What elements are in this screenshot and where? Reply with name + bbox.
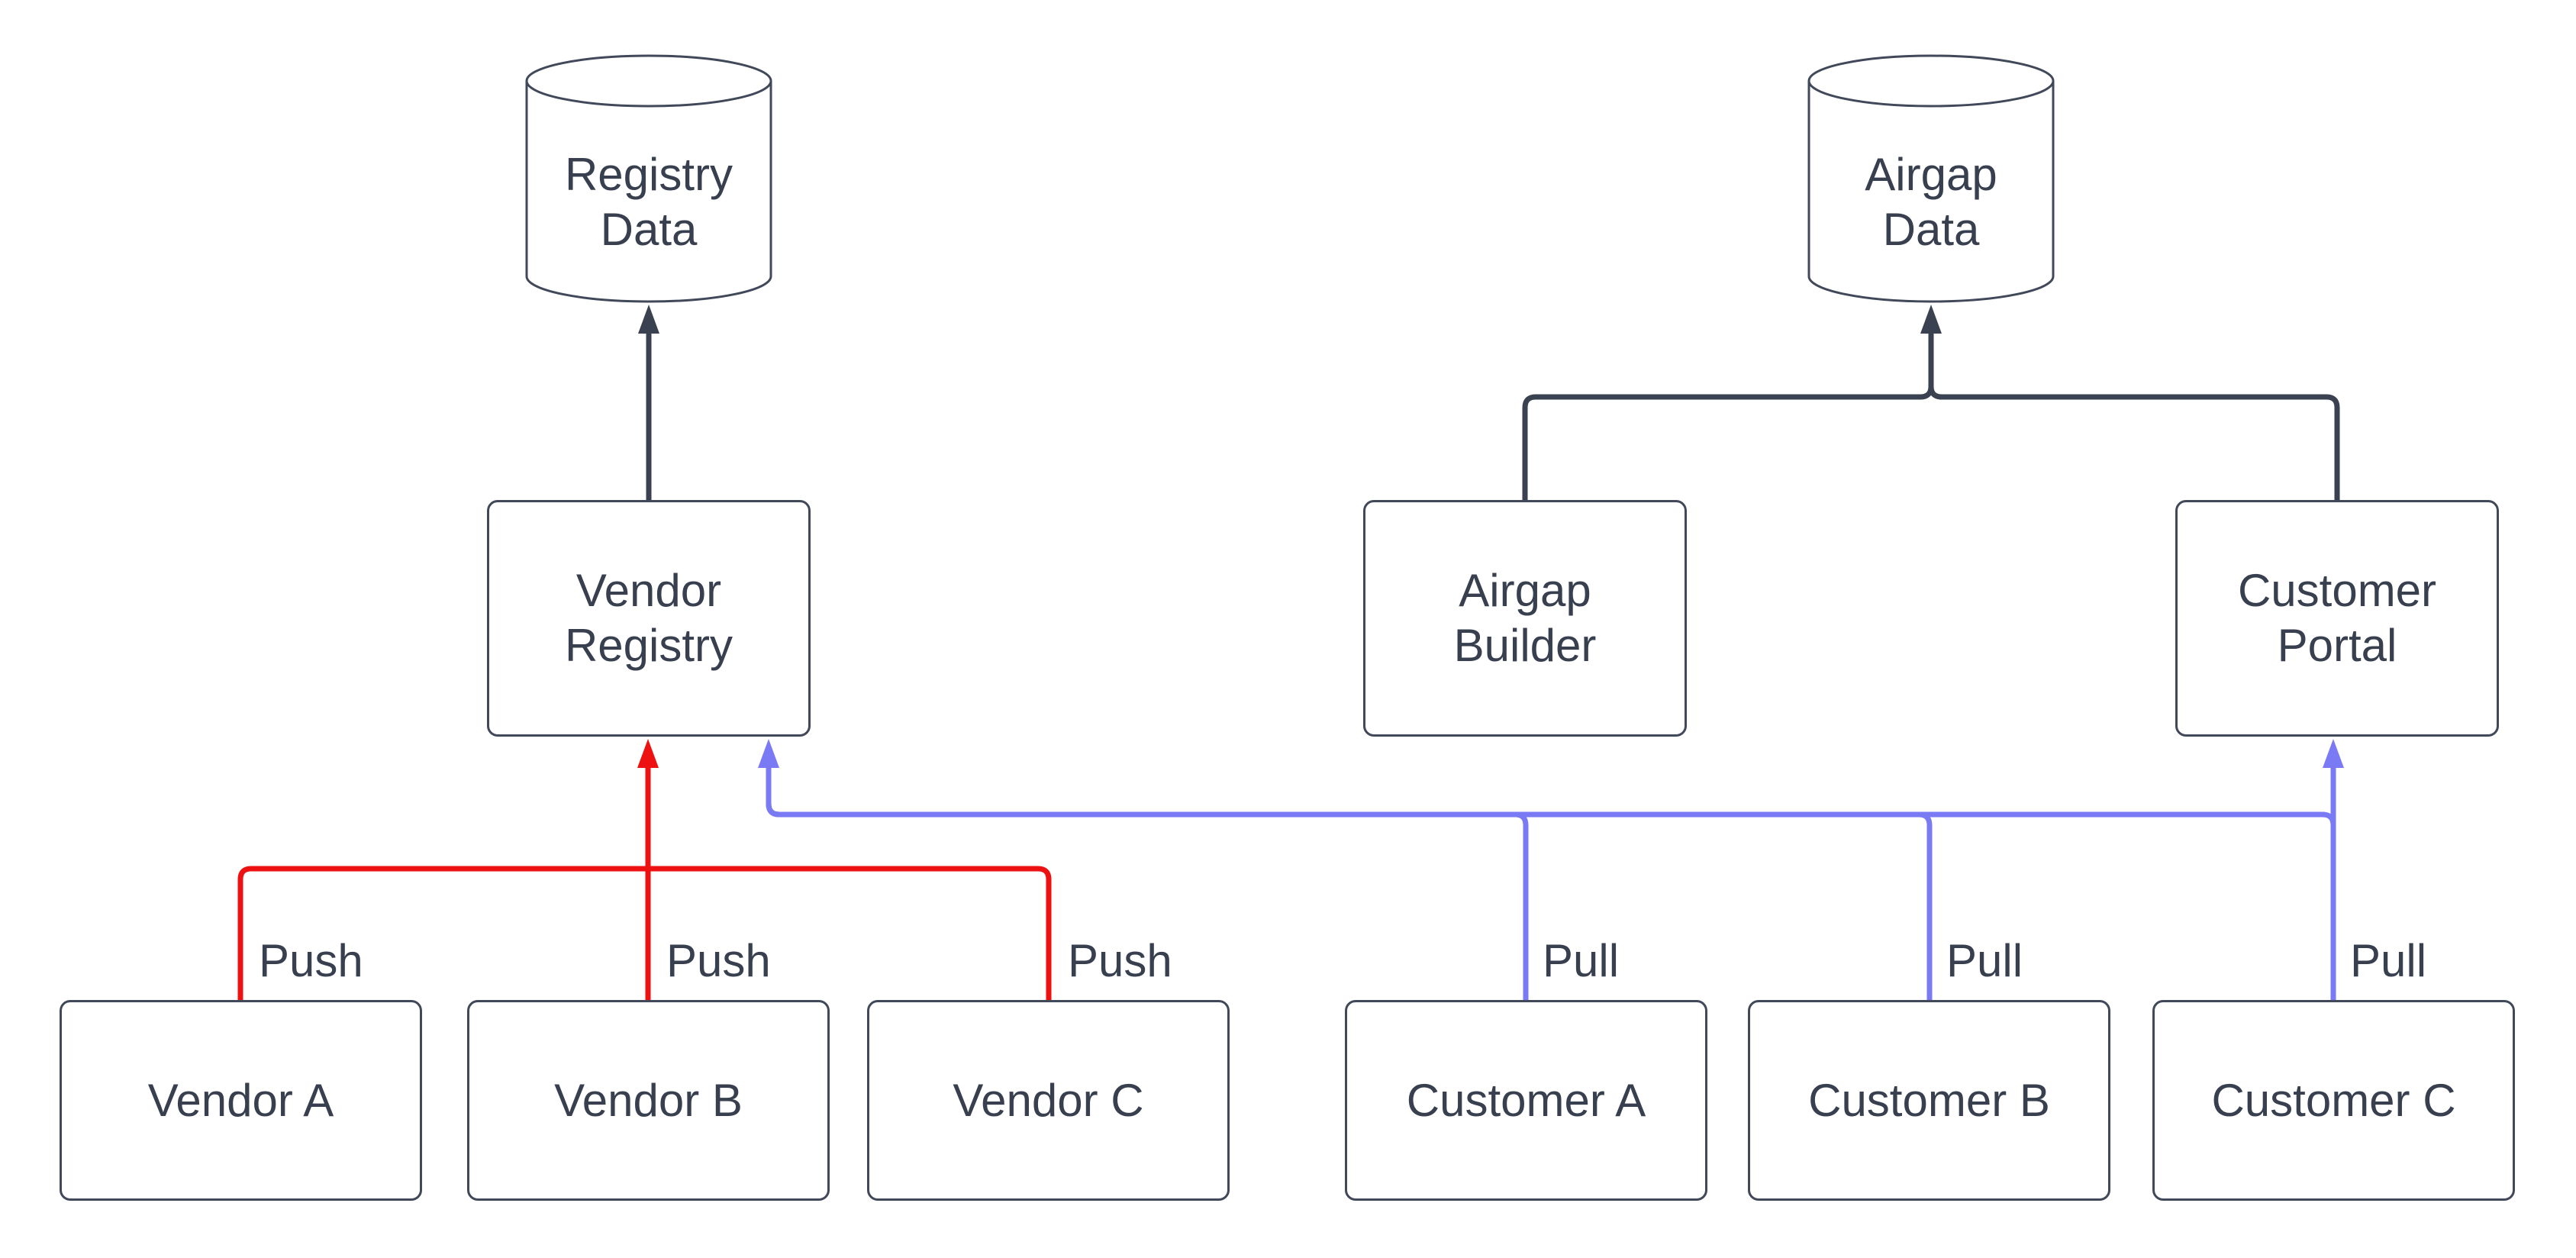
airgap-data-cylinder-top [1807,54,2055,108]
node-vendor-c: Vendor C [867,1000,1230,1201]
registry-data-cylinder-body [525,81,772,303]
airgap-data-cylinder-body [1807,81,2055,303]
node-vendor-a-label: Vendor A [147,1074,334,1126]
edge-label-pull-customer-b: Pull [1946,935,2023,986]
arrowhead-pull-vendor-registry [758,739,779,768]
node-airgap-builder: Airgap Builder [1363,500,1687,737]
node-customer-b-label: Customer B [1808,1074,2050,1126]
node-vendor-b-label: Vendor B [554,1074,743,1126]
node-airgap-data-label: Airgap Data [1865,149,1997,255]
node-vendor-b: Vendor B [467,1000,830,1201]
edge-label-push-vendor-c: Push [1068,935,1172,986]
arrowhead-airgap-data [1920,305,1942,334]
node-registry-data-label: Registry Data [564,149,733,255]
edge-vendor-c-push [648,866,1052,1000]
node-airgap-data-label-box: Airgap Data [1809,122,2053,282]
edge-customer-portal-to-airgap-data [1928,329,2340,500]
edge-vendor-a-push [237,866,648,1000]
node-customer-portal: Customer Portal [2175,500,2499,737]
node-vendor-c-label: Vendor C [953,1074,1144,1126]
edge-airgap-builder-to-airgap-data [1522,329,1934,500]
node-customer-portal-label: Customer Portal [2237,565,2437,671]
arrowhead-pull-customer-portal [2323,739,2344,768]
edge-label-pull-customer-c: Pull [2350,935,2427,986]
airgap-data-cylinder [1807,54,2055,303]
registry-data-cylinder-top [525,54,772,108]
node-customer-c: Customer C [2152,1000,2515,1201]
node-customer-a: Customer A [1345,1000,1707,1201]
node-customer-c-label: Customer C [2211,1074,2456,1126]
edge-label-push-vendor-a: Push [259,935,363,986]
edge-customer-b-pull [766,765,1933,1000]
node-customer-a-label: Customer A [1406,1074,1646,1126]
node-airgap-builder-label: Airgap Builder [1453,565,1597,671]
edge-label-pull-customer-a: Pull [1543,935,1620,986]
registry-data-cylinder [525,54,772,303]
node-vendor-registry: Vendor Registry [487,500,811,737]
node-vendor-a: Vendor A [60,1000,422,1201]
arrowhead-push-vendor-registry [637,739,659,768]
node-registry-data-label-box: Registry Data [527,122,771,282]
node-vendor-registry-label: Vendor Registry [564,565,733,671]
edge-label-push-vendor-b: Push [666,935,771,986]
arrowhead-registry-data [638,305,659,334]
node-customer-b: Customer B [1748,1000,2110,1201]
